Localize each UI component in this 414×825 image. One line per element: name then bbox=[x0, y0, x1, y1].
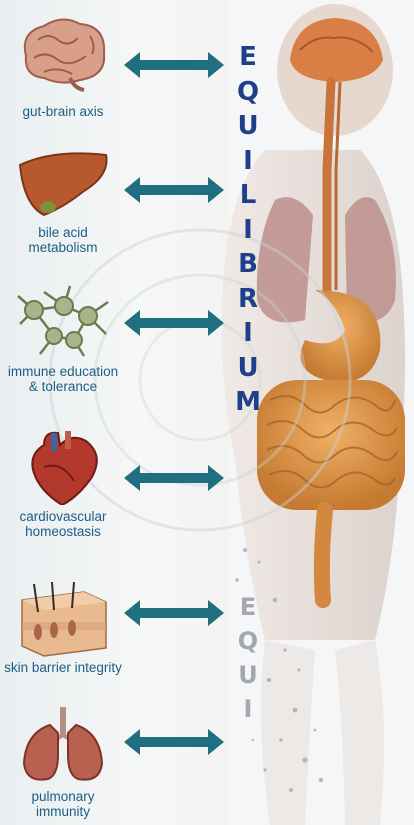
letter: L bbox=[232, 178, 264, 213]
letter: I bbox=[232, 144, 264, 179]
bidirectional-arrow-icon bbox=[122, 50, 226, 80]
letter: I bbox=[232, 213, 264, 248]
bidirectional-arrow-icon bbox=[122, 175, 226, 205]
letter: Q bbox=[232, 75, 264, 110]
letter: B bbox=[232, 247, 264, 282]
letter: I bbox=[232, 316, 264, 351]
label-bile-acid-metabolism: bile acid metabolism bbox=[4, 225, 122, 255]
lungs-icon bbox=[14, 705, 112, 783]
bidirectional-arrow-icon bbox=[122, 463, 226, 493]
letter: R bbox=[232, 282, 264, 317]
bidirectional-arrow-icon bbox=[122, 598, 226, 628]
letter: M bbox=[232, 385, 264, 420]
label-pulmonary-immunity: pulmonary immunity bbox=[4, 789, 122, 819]
skin-icon bbox=[14, 582, 112, 660]
label-cardiovascular-homeostasis: cardiovascular homeostasis bbox=[4, 509, 122, 539]
letter: U bbox=[232, 109, 264, 144]
label-immune-education-tolerance: immune education & tolerance bbox=[4, 364, 122, 394]
heart-icon bbox=[14, 427, 112, 505]
bidirectional-arrow-icon bbox=[122, 308, 226, 338]
equilibrium-vertical-word: E Q U I L I B R I U M bbox=[232, 40, 264, 420]
brain-icon bbox=[14, 14, 112, 92]
liver-icon bbox=[14, 145, 112, 223]
label-gut-brain-axis: gut-brain axis bbox=[4, 104, 122, 119]
letter: U bbox=[232, 351, 264, 386]
letter: E bbox=[232, 40, 264, 75]
disintegration-particles bbox=[225, 540, 335, 810]
bidirectional-arrow-icon bbox=[122, 727, 226, 757]
label-skin-barrier-integrity: skin barrier integrity bbox=[4, 660, 122, 675]
immune-cells-icon bbox=[14, 280, 112, 358]
